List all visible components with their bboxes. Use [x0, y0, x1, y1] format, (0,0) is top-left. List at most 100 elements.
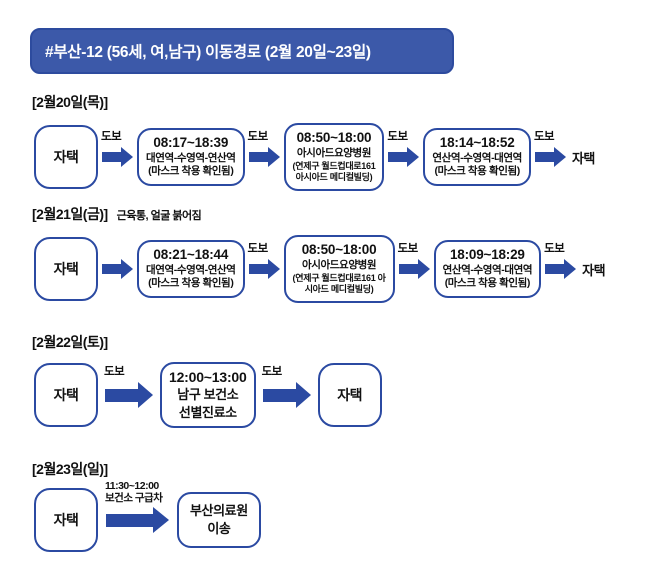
place-line: 자택: [53, 387, 79, 403]
place-line: 08:50~18:00: [301, 242, 377, 258]
arrow-label: 도보: [247, 242, 269, 256]
arrow-head-icon: [267, 147, 280, 167]
arrow-label: 도보: [544, 242, 565, 256]
transport-arrow: 도보: [248, 243, 280, 279]
arrow-head-icon: [407, 147, 420, 167]
place-line: 자택: [53, 261, 79, 277]
place-line: (마스크 착용 확인됨): [148, 277, 234, 290]
transport-arrow: 도보: [534, 131, 566, 167]
date-line: [2월22일(토)]: [32, 332, 382, 352]
place-line: 18:09~18:29: [449, 246, 525, 262]
arrow-head-icon: [553, 147, 566, 167]
arrow-shaft: [248, 152, 268, 162]
arrow-label-line: 도보: [104, 365, 125, 378]
date-label: [2월23일(일)]: [32, 461, 108, 477]
transport-arrow: [102, 259, 133, 279]
arrow-label-line: 도보: [397, 242, 419, 255]
transport-arrow: 도보: [544, 243, 577, 279]
arrow-head-icon: [121, 259, 133, 279]
arrow-label: 도보: [247, 130, 269, 144]
place-line: (마스크 착용 확인됨): [444, 277, 531, 290]
place-line: (연제구 월드컵대로161 아: [292, 272, 386, 283]
place-line: 선별진료소: [178, 404, 237, 420]
arrow-label: 도보: [397, 242, 419, 256]
arrow-shaft: [106, 513, 153, 527]
arrow-shaft: [388, 152, 408, 162]
endpoint-label: 자택: [582, 262, 606, 278]
header-bar: #부산-12 (56세, 여,남구) 이동경로 (2월 20일~23일): [30, 28, 454, 74]
place-line: 12:00~13:00: [169, 368, 247, 385]
home-box: 자택: [34, 125, 98, 189]
arrow-label-line: 도보: [247, 242, 269, 255]
transport-arrow: 도보: [248, 131, 280, 167]
arrow-label-line: 11:30~12:00: [105, 479, 159, 492]
place-line: (마스크 착용 확인됨): [148, 165, 234, 178]
arrow-shaft: [102, 264, 121, 274]
place-line: 자택: [337, 387, 362, 403]
arrow-head-icon: [267, 259, 280, 279]
place-line: (마스크 착용 확인됨): [434, 165, 521, 178]
arrow-label-line: 도보: [544, 242, 565, 255]
arrow-label: 도보: [104, 365, 125, 379]
place-line: 18:14~18:52: [439, 134, 515, 150]
arrow-label-line: 도보: [261, 365, 283, 378]
arrow-label-line: 도보: [387, 130, 408, 143]
endpoint-label: 자택: [571, 150, 595, 166]
place-line: 아시아드요양병원: [296, 146, 372, 159]
arrow-label-line: 도보: [247, 130, 269, 143]
place-line: 08:17~18:39: [153, 134, 229, 150]
arrow-shaft: [534, 152, 554, 162]
home-box: 자택: [34, 237, 98, 301]
home-box: 자택: [34, 488, 98, 552]
home-box: 자택: [34, 363, 98, 427]
date-line: [2월20일(목)]: [32, 92, 595, 112]
arrow-label: 도보: [387, 130, 408, 144]
arrow-label: 도보: [261, 365, 283, 379]
arrow-head-icon: [153, 507, 169, 533]
place-line: 이송: [207, 521, 231, 536]
date-label: [2월20일(목)]: [32, 94, 108, 110]
place-line: 아시아드요양병원: [302, 258, 377, 271]
date-label: [2월21일(금)]: [32, 206, 108, 222]
arrow-label-line: 보건소 구급차: [105, 491, 163, 504]
transport-arrow: 도보: [104, 366, 153, 408]
arrow-shaft: [105, 388, 138, 402]
place-line: 남구 보건소: [177, 387, 239, 403]
arrow-head-icon: [417, 259, 430, 279]
place-line: 연산역-수영역-대연역: [432, 151, 522, 164]
arrow-head-icon: [295, 382, 311, 408]
symptom-note: 근육통, 얼굴 붉어짐: [116, 210, 202, 222]
date-label: [2월22일(토)]: [32, 334, 108, 350]
arrow-shaft: [248, 264, 268, 274]
arrow-shaft: [102, 152, 121, 162]
arrow-shaft: [545, 264, 565, 274]
date-line: [2월23일(일)]: [32, 459, 261, 479]
arrow-shaft: [398, 264, 418, 274]
transport-arrow: 도보: [387, 131, 420, 167]
place-line: 연산역-수영역-대연역: [442, 263, 533, 276]
transport-arrow: 도보: [101, 131, 133, 167]
place-line: 자택: [53, 149, 79, 165]
arrow-head-icon: [564, 259, 577, 279]
transport-arrow: 도보: [262, 366, 311, 408]
arrow-label: 도보: [101, 130, 122, 144]
arrow-label: 도보: [534, 131, 555, 144]
place-line: 부산의료원: [190, 503, 248, 519]
arrow-label-line: 도보: [101, 130, 122, 143]
arrow-shaft: [262, 388, 296, 402]
arrow-head-icon: [138, 382, 153, 408]
